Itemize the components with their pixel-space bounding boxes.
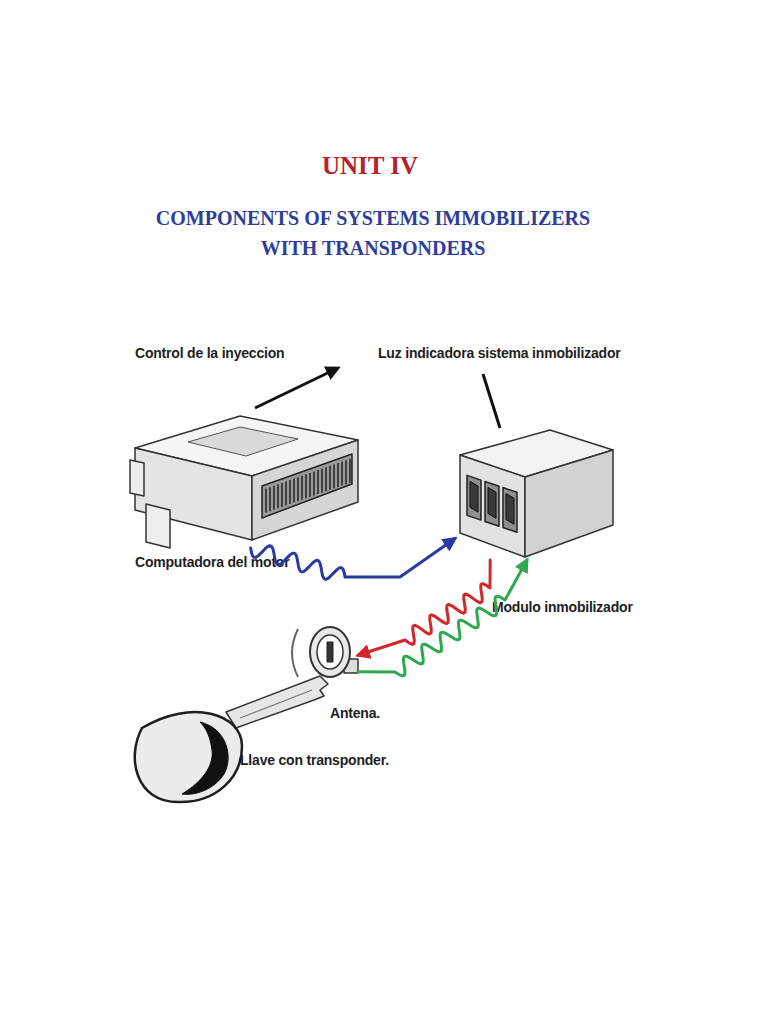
antenna-ring: Antena. [308, 625, 358, 680]
connector-pin [321, 469, 323, 493]
module-side-face [525, 450, 613, 557]
antenna-ring [310, 627, 350, 677]
connector-pin [333, 464, 335, 488]
connector-pin [277, 484, 279, 508]
connector-pin [341, 462, 343, 486]
connector-pin [269, 487, 271, 511]
connector-pin [305, 474, 307, 498]
connector-pin [297, 477, 299, 501]
engine-computer: Computadora del motor [130, 408, 362, 548]
connector-pin [293, 479, 295, 503]
leader-arrow [255, 368, 338, 408]
slot-opening [488, 487, 496, 518]
unit-title: UNIT IV [270, 152, 470, 180]
key-groove [240, 690, 312, 718]
ecu-side-face [252, 440, 358, 540]
immobilizer-module: Modulo inmobilizador [455, 425, 615, 560]
connector-pin [281, 483, 283, 507]
connector-pin [345, 460, 347, 484]
slot-opening [470, 481, 478, 512]
connector-pin [337, 463, 339, 487]
key-head [135, 712, 242, 802]
signal-wave [358, 560, 527, 676]
part-label: Antena. [330, 705, 380, 721]
key-slot [327, 642, 333, 662]
ecu-mount-tab [146, 504, 170, 548]
subtitle: COMPONENTS OF SYSTEMS IMMOBILIZERS WITH … [150, 203, 596, 263]
connector-pin [325, 467, 327, 491]
part-callout: Control de la inyeccion [135, 345, 284, 361]
connector-pin [289, 480, 291, 504]
ecu-label-plate [188, 427, 298, 456]
connector-pin [317, 470, 319, 494]
lock-cylinder [317, 635, 343, 669]
connector-pin [313, 472, 315, 496]
connector-pin [329, 466, 331, 490]
connector-pin [301, 476, 303, 500]
transponder-insert [182, 722, 228, 794]
transponder-key: Llave con transponder. [130, 670, 330, 805]
ecu-mount-tab [130, 460, 144, 496]
connector-pin [349, 459, 351, 483]
shape-outline [130, 670, 330, 805]
part-label: Modulo inmobilizador [492, 599, 633, 615]
leader-line [483, 374, 500, 428]
connector-slot [485, 481, 499, 526]
shape-outline [130, 408, 362, 548]
connector-slot [503, 488, 517, 533]
module-front-face [460, 455, 525, 557]
signal-wave [358, 560, 490, 655]
antenna-arc [292, 629, 298, 677]
connector-pin [285, 481, 287, 505]
connector-slot [467, 475, 481, 520]
connector-pin [273, 486, 275, 510]
part-label: Computadora del motor [135, 554, 289, 570]
slot-opening [506, 494, 514, 525]
shape-outline [308, 625, 358, 680]
connector-pin [265, 489, 267, 513]
ecu-connector [262, 454, 352, 518]
part-label: Llave con transponder. [240, 752, 389, 768]
shape-outline [455, 425, 615, 560]
part-callout: Luz indicadora sistema inmobilizador [378, 345, 621, 361]
connector-pin [309, 473, 311, 497]
key-blade [226, 676, 328, 728]
